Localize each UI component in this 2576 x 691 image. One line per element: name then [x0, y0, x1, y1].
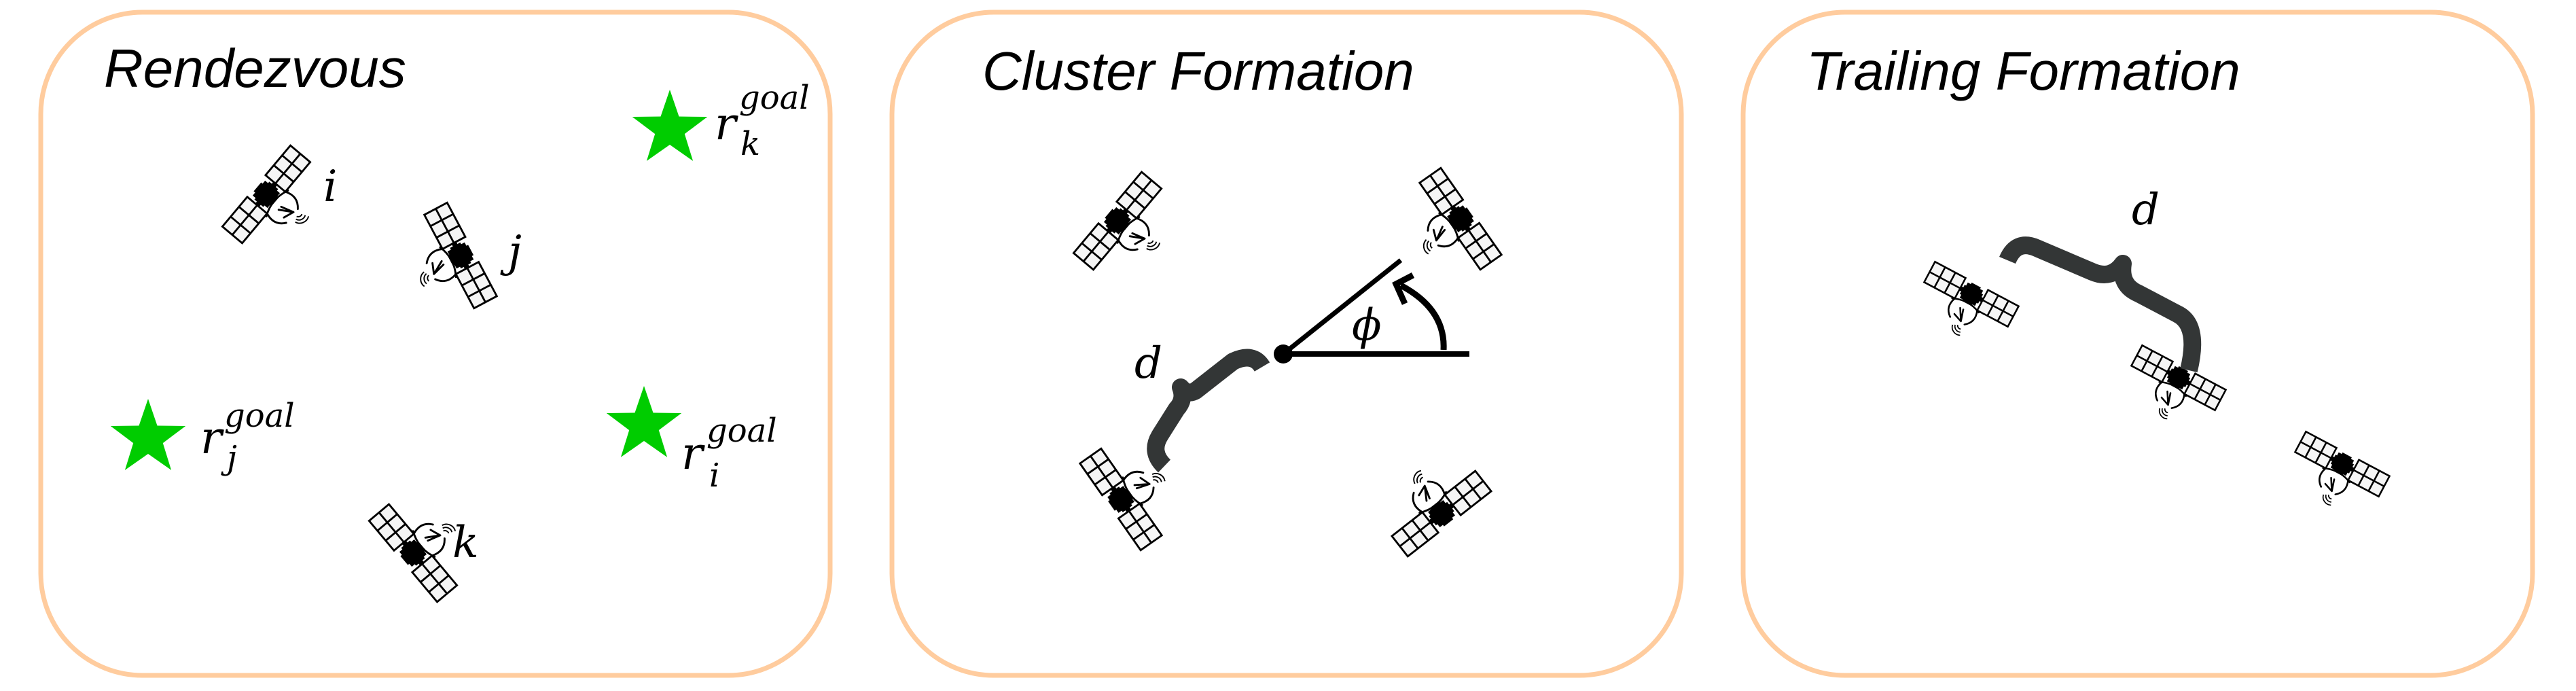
formation-axis-line [1281, 258, 1403, 356]
distance-brace [1999, 236, 2202, 373]
panel-title: Trailing Formation [1806, 41, 2240, 101]
panel-frame [1740, 10, 2535, 678]
satellite-label-i: i [323, 162, 337, 212]
panel-trailing-formation: Trailing Formation d [1740, 10, 2535, 678]
goal-symbol: r [200, 412, 224, 464]
angle-arrowhead-icon [1392, 272, 1415, 305]
goal-label-i: r goal i [681, 412, 777, 495]
goal-superscript: goal [706, 412, 777, 450]
panel-title: Rendezvous [104, 38, 406, 99]
goal-subscript: i [709, 457, 719, 495]
goal-label-k: r goal k [715, 79, 810, 163]
panel-frame [38, 10, 833, 678]
distance-label-d: d [1134, 338, 1162, 389]
distance-label-d: d [2132, 185, 2160, 235]
distance-brace [1147, 349, 1270, 473]
goal-symbol: r [715, 98, 738, 150]
satellite-label-k: k [452, 518, 479, 568]
angle-arc [1399, 283, 1447, 351]
angle-label-phi: ϕ [1352, 300, 1382, 351]
goal-superscript: goal [739, 79, 810, 117]
center-point [1274, 344, 1293, 364]
panel-rendezvous: Rendezvous r goal k r goal j r goal i i … [38, 10, 833, 678]
panel-title: Cluster Formation [982, 41, 1414, 101]
panel-cluster-formation: Cluster Formation ϕ d [889, 10, 1684, 678]
goal-label-j: r goal j [200, 397, 295, 477]
goal-superscript: goal [224, 397, 295, 435]
goal-symbol: r [681, 427, 705, 480]
goal-subscript: k [740, 125, 760, 163]
panel-frame [889, 10, 1684, 678]
